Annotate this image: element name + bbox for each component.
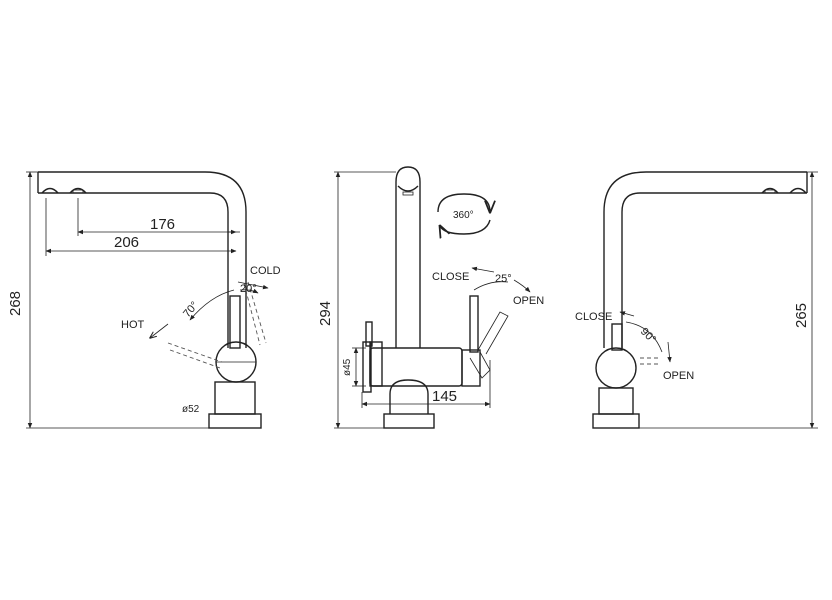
dim-45: ø45 [342,358,353,376]
dim-206: 206 [114,234,139,251]
angle-90: 90° [638,326,658,346]
left-dimensions [26,171,269,429]
center-view: 294 ø45 145 360° CLOSE 25° OPEN [317,166,544,429]
dim-268: 268 [7,291,24,316]
label-open: OPEN [513,295,544,307]
dim-265: 265 [793,303,810,328]
left-spout [37,171,247,348]
center-spout [395,166,421,348]
angle-20: 20° [240,283,257,295]
label-hot: HOT [121,319,145,331]
left-view: 176 206 268 COLD 20° 70° HOT ø52 [7,171,281,429]
right-dimensions [619,171,818,429]
angle-70: 70° [181,299,201,319]
dim-52: ø52 [182,404,200,415]
angle-360: 360° [453,210,474,221]
right-spout [603,171,808,348]
label-close: CLOSE [432,271,469,283]
angle-25: 25° [495,273,512,285]
label-cold: COLD [250,265,281,277]
center-body [362,295,509,429]
dim-145: 145 [432,388,457,405]
dim-176: 176 [150,216,175,233]
right-view: 265 CLOSE 90° OPEN [575,171,818,429]
center-dimensions [334,171,531,429]
label-open-right: OPEN [663,370,694,382]
dim-294: 294 [317,301,334,326]
label-close-right: CLOSE [575,311,612,323]
right-body [592,323,660,429]
